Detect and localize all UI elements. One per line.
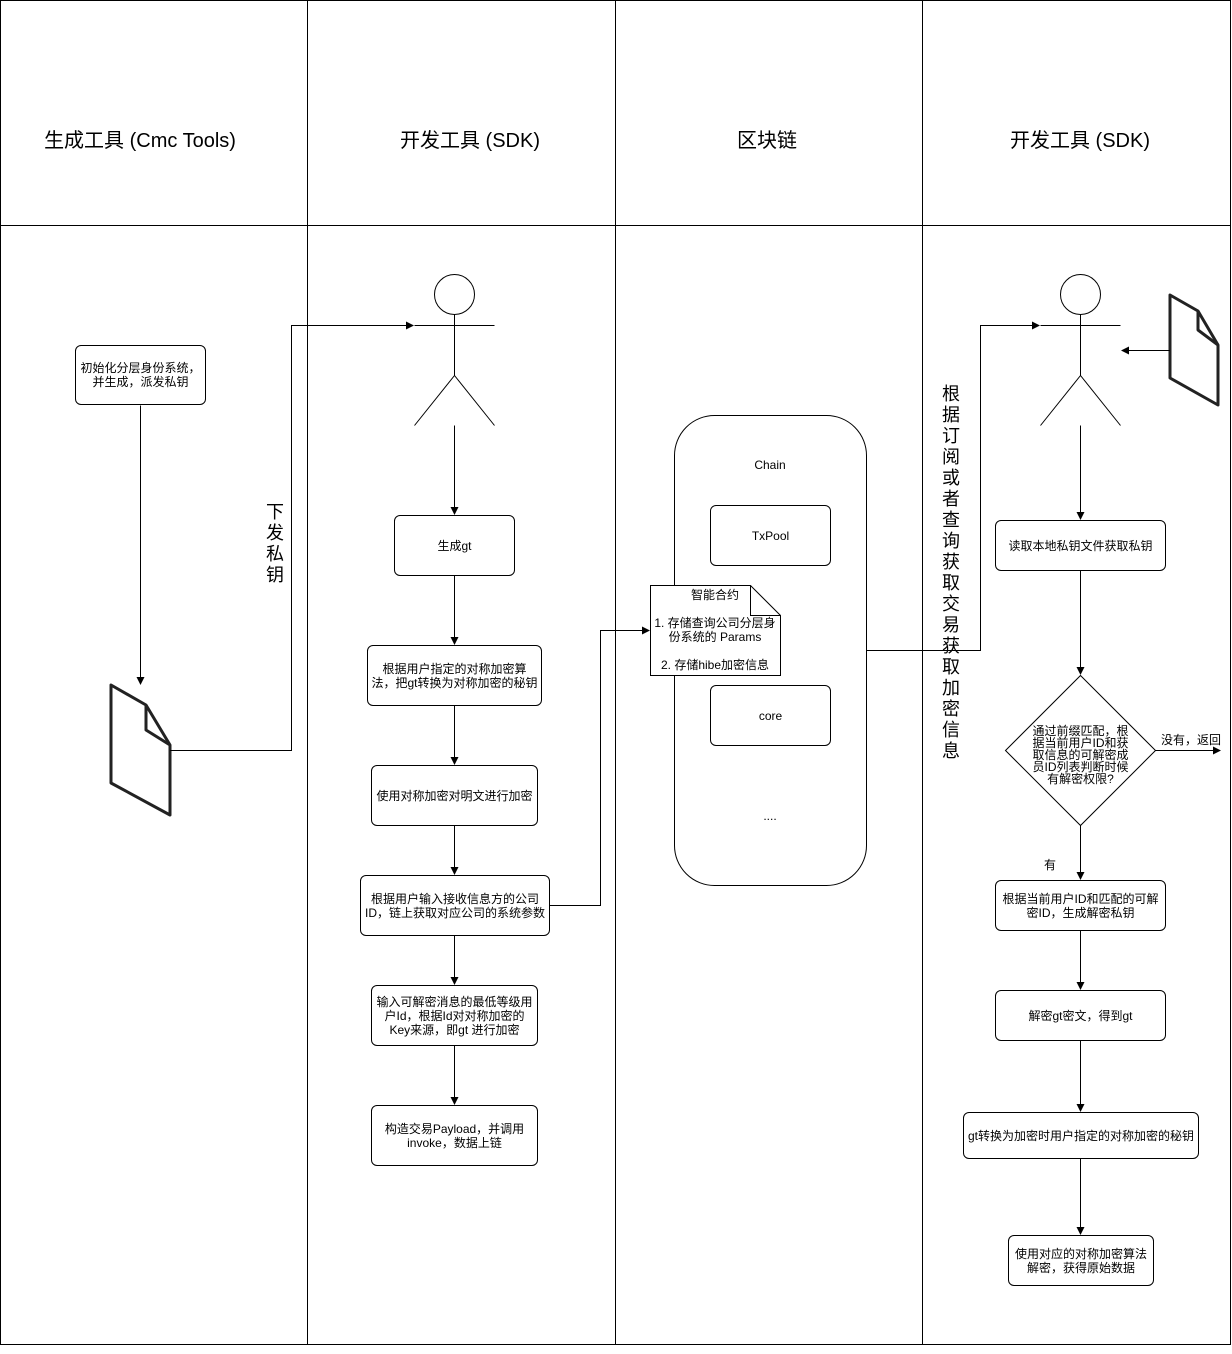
smart-contract-item-2: 2. 存储hibe加密信息 (660, 658, 770, 672)
smart-contract-title: 智能合约 (690, 588, 739, 602)
subscribe-query-label: 根 据 订 阅 或 者 查 询 获 取 交 易 获 取 加 密 信 息 (942, 384, 960, 761)
chain-title: Chain (754, 458, 786, 472)
gt-convert-key-box: gt转换为加密时用户指定的对称加密的秘钥 (963, 1112, 1199, 1159)
arrow-file-to-actor (170, 321, 414, 751)
receiver-actor-icon (1040, 274, 1121, 426)
smart-contract-note (650, 585, 781, 676)
init-identity-system-box: 初始化分层身份系统，并生成，派发私钥 (75, 345, 206, 405)
lane-header-tools: 生成工具 (Cmc Tools) (44, 130, 236, 152)
arrow-chain-to-receiver (866, 321, 1040, 651)
decision-text: 通过前缀匹配，根据当前用户ID和获取信息的可解密成员ID列表判断时候有解密权限? (1032, 724, 1129, 786)
decision-yes-label: 有 (1044, 858, 1057, 872)
convert-gt-box: 根据用户指定的对称加密算法，把gt转换为对称加密的秘钥 (367, 645, 542, 706)
min-level-encrypt-box: 输入可解密消息的最低等级用户Id，根据Id对对称加密的Key来源，即gt 进行加… (371, 985, 538, 1046)
build-payload-box: 构造交易Payload，并调用invoke，数据上链 (371, 1105, 538, 1166)
user-actor-icon (414, 274, 495, 426)
smart-contract-item-1: 1. 存储查询公司分层身份系统的 Params (654, 616, 776, 644)
local-key-file-icon (1168, 293, 1220, 407)
lane-header-sdk-right: 开发工具 (SDK) (1010, 130, 1150, 152)
generate-decrypt-key-box: 根据当前用户ID和匹配的可解密ID，生成解密私钥 (995, 880, 1166, 931)
lane-header-sdk-left: 开发工具 (SDK) (400, 130, 540, 152)
issue-private-key-label: 下 发 私 钥 (266, 502, 284, 585)
arrow-fetch-to-contract (549, 626, 650, 906)
decision-no-label: 没有，返回 (1161, 733, 1222, 747)
private-key-file-icon (109, 683, 172, 817)
read-local-key-box: 读取本地私钥文件获取私钥 (995, 520, 1166, 571)
chain-more-ellipsis: .... (763, 809, 777, 823)
core-box: core (710, 685, 831, 746)
generate-gt-box: 生成gt (394, 515, 515, 576)
txpool-box: TxPool (710, 505, 831, 566)
decrypt-gt-box: 解密gt密文，得到gt (995, 990, 1166, 1041)
connectors (136, 321, 1221, 1235)
final-decrypt-box: 使用对应的对称加密算法解密，获得原始数据 (1008, 1235, 1154, 1286)
lane-header-chain: 区块链 (737, 130, 797, 152)
fetch-system-params-box: 根据用户输入接收信息方的公司ID，链上获取对应公司的系统参数 (360, 875, 550, 936)
encrypt-plaintext-box: 使用对称加密对明文进行加密 (371, 765, 538, 826)
